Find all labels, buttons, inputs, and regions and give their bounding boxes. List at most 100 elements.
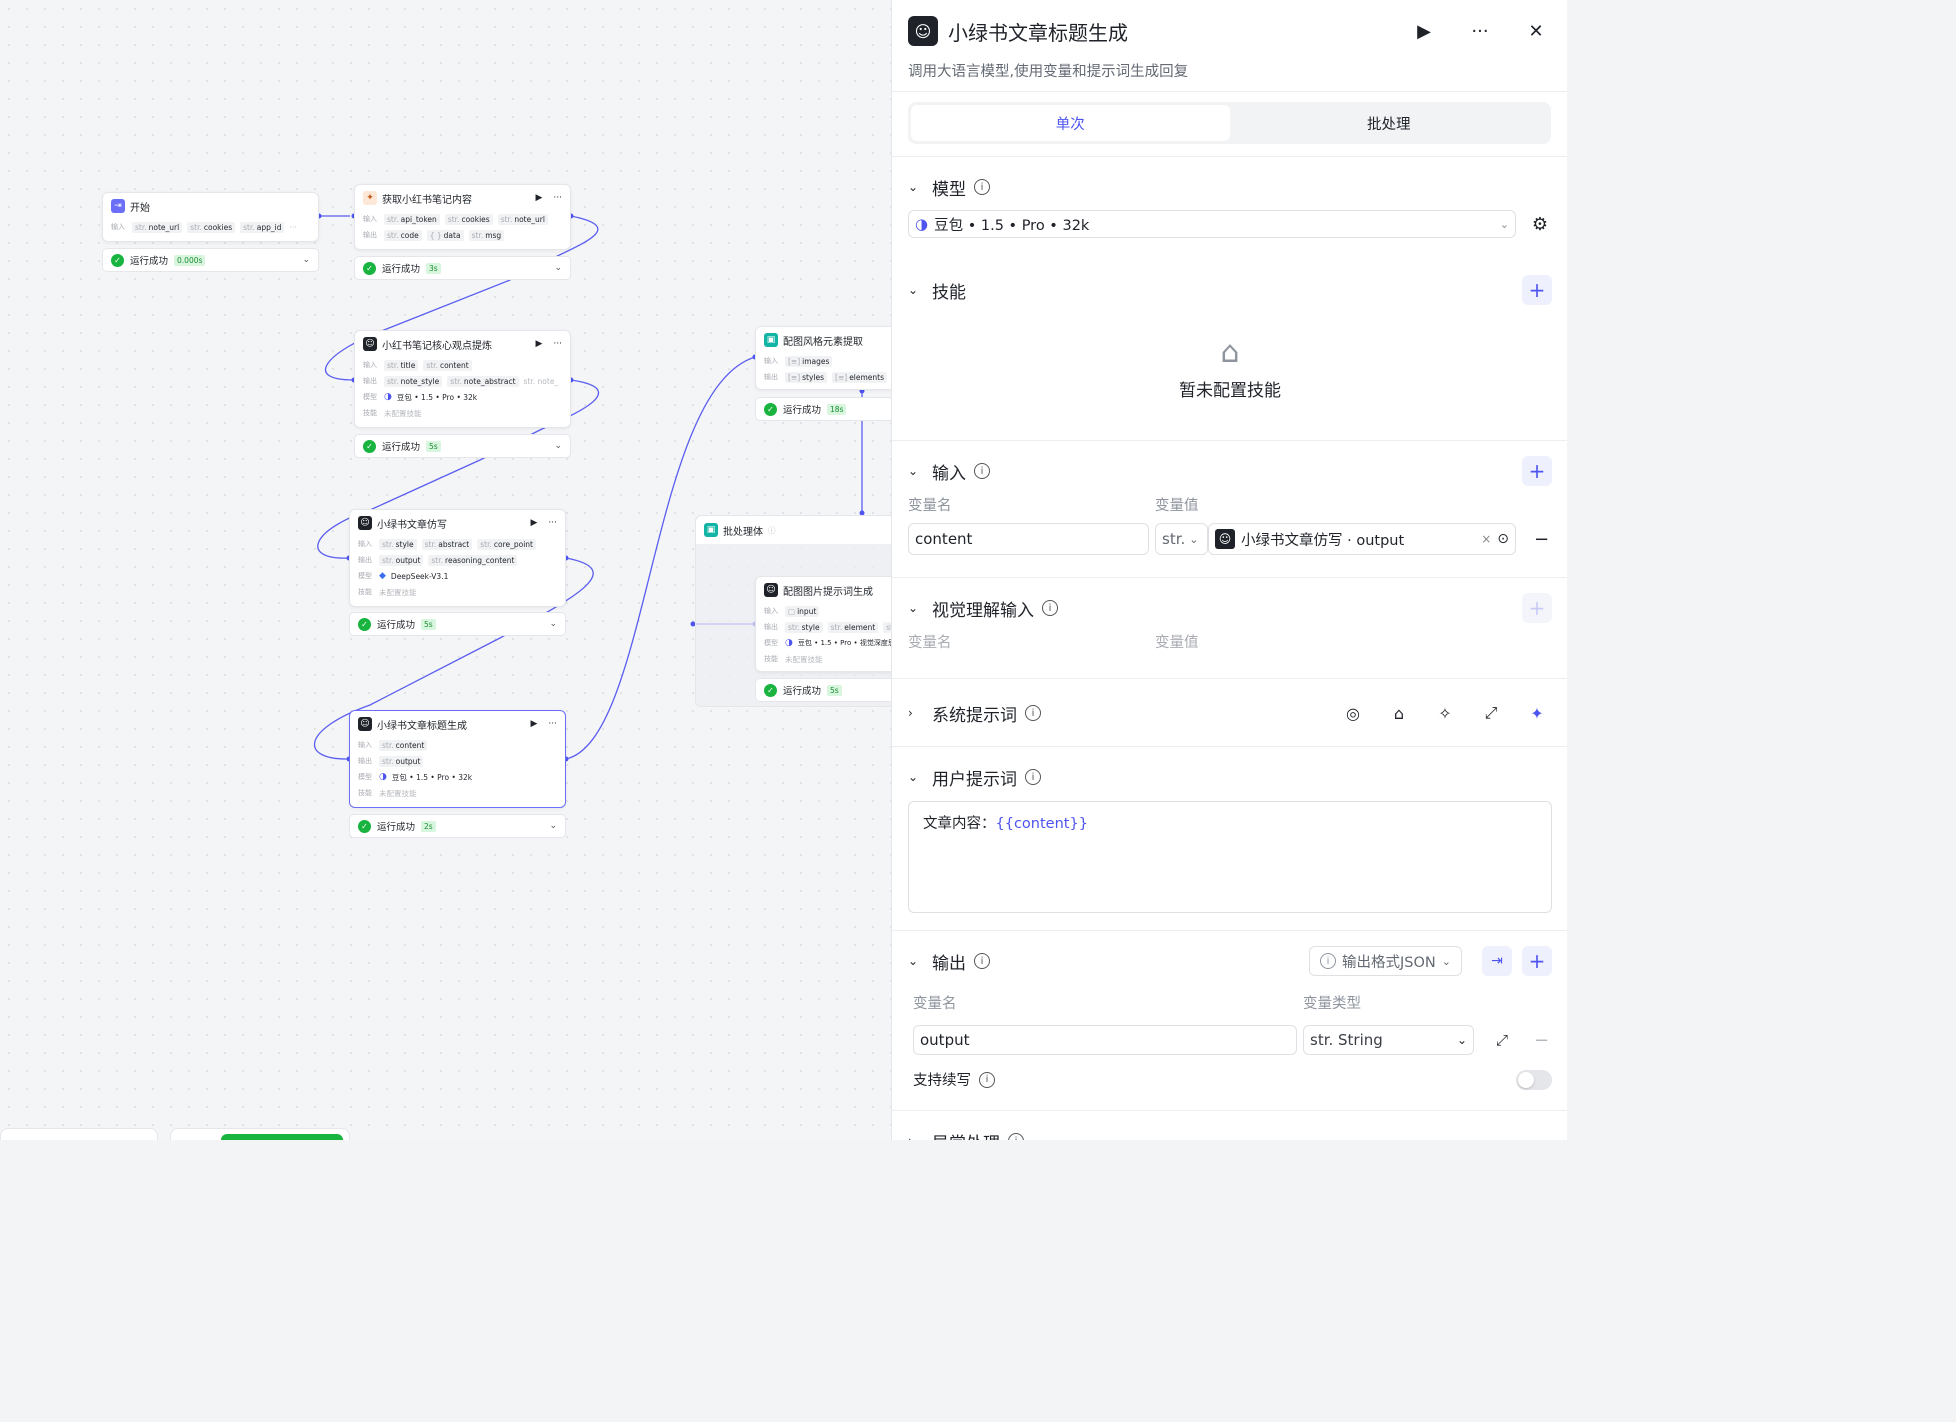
- chevron-down-icon[interactable]: ⌄: [908, 601, 919, 615]
- more-icon[interactable]: ···: [548, 719, 557, 729]
- add-output-button[interactable]: +: [1522, 946, 1552, 976]
- type-value: str. String: [1310, 1031, 1383, 1049]
- node-title: 小绿书文章标题生成: [377, 720, 467, 732]
- play-icon[interactable]: ▶: [530, 518, 538, 528]
- wire-titlegen-style: [565, 356, 756, 760]
- add-vision-input-button[interactable]: +: [1522, 593, 1552, 623]
- model-select[interactable]: ◑ 豆包 • 1.5 • Pro • 32k ⌄: [908, 210, 1516, 238]
- ref-value: 小绿书文章仿写 · output: [1241, 532, 1405, 549]
- success-check-icon: ✓: [363, 439, 376, 453]
- chevron-down-icon[interactable]: ⌄: [549, 821, 557, 831]
- variable-picker-icon[interactable]: ⊙: [1497, 531, 1509, 547]
- param-tag: str.note_abstract: [447, 375, 519, 387]
- play-icon[interactable]: ▶: [535, 339, 543, 349]
- status-text: 运行成功: [130, 256, 169, 267]
- gear-icon[interactable]: ⚙: [1531, 213, 1549, 235]
- bottom-toolbar-left[interactable]: [0, 1128, 158, 1140]
- param-tag: str.reas: [883, 621, 891, 633]
- output-var-name[interactable]: output: [913, 1025, 1297, 1055]
- node-titlegen[interactable]: ☺小绿书文章标题生成▶··· 输入 str.content 输出 str.out…: [349, 710, 566, 808]
- node-extract[interactable]: ☺小红书笔记核心观点提炼▶··· 输入 str.title str.conten…: [354, 330, 571, 428]
- input-ref-field[interactable]: ☺ 小绿书文章仿写 · output × ⊙: [1208, 523, 1516, 555]
- streaming-toggle[interactable]: [1516, 1069, 1552, 1090]
- section-exception: ›异常处理i: [892, 1110, 1567, 1140]
- more-icon[interactable]: ···: [548, 518, 557, 528]
- workflow-icon: ▣: [764, 333, 778, 347]
- add-input-button[interactable]: +: [1522, 456, 1552, 486]
- skill-value: 未配置技能: [785, 654, 823, 664]
- clear-icon[interactable]: ×: [1481, 532, 1492, 546]
- group-title: 批处理体: [723, 526, 763, 538]
- compass-icon[interactable]: ◎: [1346, 703, 1360, 723]
- chevron-down-icon[interactable]: ⌄: [302, 255, 310, 265]
- chevron-down-icon[interactable]: ⌄: [908, 464, 919, 478]
- chevron-down-icon[interactable]: ⌄: [554, 441, 562, 451]
- more-icon[interactable]: ···: [553, 193, 562, 203]
- expand-icon[interactable]: ⤢: [1484, 703, 1498, 722]
- section-title: 输出: [932, 953, 966, 974]
- node-fetch[interactable]: ✦获取小红书笔记内容▶··· 输入 str.api_token str.cook…: [354, 184, 571, 250]
- info-icon: i: [974, 179, 990, 195]
- more-icon[interactable]: ···: [553, 339, 562, 349]
- col-var-name: 变量名: [908, 497, 952, 514]
- chevron-down-icon[interactable]: ⌄: [908, 954, 919, 968]
- add-skill-button[interactable]: +: [1522, 275, 1552, 305]
- bottom-toolbar-run[interactable]: [170, 1128, 350, 1140]
- tab-single[interactable]: 单次: [911, 105, 1230, 141]
- input-type-select[interactable]: str.⌄: [1155, 523, 1208, 555]
- remove-input-button[interactable]: −: [1534, 528, 1550, 550]
- section-title: 技能: [932, 282, 966, 303]
- output-type-select[interactable]: str. String⌄: [1303, 1025, 1474, 1055]
- chevron-right-icon[interactable]: ›: [908, 1134, 924, 1140]
- play-icon[interactable]: ▶: [530, 719, 538, 729]
- play-icon[interactable]: ▶: [1417, 20, 1431, 42]
- user-prompt-editor[interactable]: 文章内容：{{content}}: [908, 801, 1552, 913]
- remove-output-button[interactable]: −: [1534, 1029, 1550, 1051]
- node-start[interactable]: ⇥开始 输入 str.note_url str.cookies str.app_…: [102, 192, 319, 242]
- expand-icon[interactable]: ⤢: [1496, 1031, 1509, 1049]
- more-icon[interactable]: ···: [1471, 20, 1489, 42]
- library-icon[interactable]: ⌂: [1393, 703, 1405, 723]
- close-icon[interactable]: ✕: [1528, 20, 1544, 42]
- node-imitate[interactable]: ☺小绿书文章仿写▶··· 输入 str.style str.abstract s…: [349, 509, 566, 607]
- input-var-name[interactable]: content: [908, 523, 1149, 555]
- chevron-down-icon[interactable]: ⌄: [908, 770, 919, 784]
- info-icon: ⓘ: [768, 525, 776, 535]
- workflow-canvas[interactable]: ⇥开始 输入 str.note_url str.cookies str.app_…: [0, 0, 891, 1140]
- play-icon[interactable]: ▶: [535, 193, 543, 203]
- chevron-down-icon[interactable]: ⌄: [549, 619, 557, 629]
- run-time: 18s: [827, 403, 847, 415]
- lightbulb-icon[interactable]: ✧: [1438, 703, 1452, 723]
- param-tag: str.note_url: [132, 221, 183, 233]
- import-icon[interactable]: ⇥: [1482, 946, 1512, 976]
- param-tag: str.content: [423, 359, 472, 371]
- skill-label: 技能: [358, 588, 372, 596]
- ai-sparkle-icon[interactable]: ✦: [1530, 703, 1544, 723]
- param-tag: ▢input: [785, 605, 820, 617]
- node-prompt[interactable]: ☺配图图片提示词生成 输入 ▢input 输出 str.style str.el…: [755, 576, 891, 672]
- chevron-down-icon[interactable]: ⌄: [908, 180, 919, 194]
- tab-batch[interactable]: 批处理: [1367, 116, 1411, 133]
- node-style[interactable]: ▣配图风格元素提取 输入 [≡]images 输出 [≡]styles [≡]e…: [755, 326, 891, 390]
- status-text: 运行成功: [377, 620, 416, 631]
- param-tag: str.abstract: [421, 538, 473, 550]
- chevron-right-icon[interactable]: ›: [908, 706, 913, 720]
- batch-icon: ▣: [704, 523, 718, 537]
- more-icon[interactable]: ···: [289, 222, 297, 232]
- model-label: 模型: [363, 393, 377, 401]
- chevron-down-icon[interactable]: ⌄: [908, 283, 919, 297]
- wire-extract-imitate: [317, 379, 600, 559]
- success-check-icon: ✓: [111, 253, 124, 267]
- chevron-down-icon[interactable]: ⌄: [554, 263, 562, 273]
- panel-title[interactable]: 小绿书文章标题生成: [948, 20, 1128, 45]
